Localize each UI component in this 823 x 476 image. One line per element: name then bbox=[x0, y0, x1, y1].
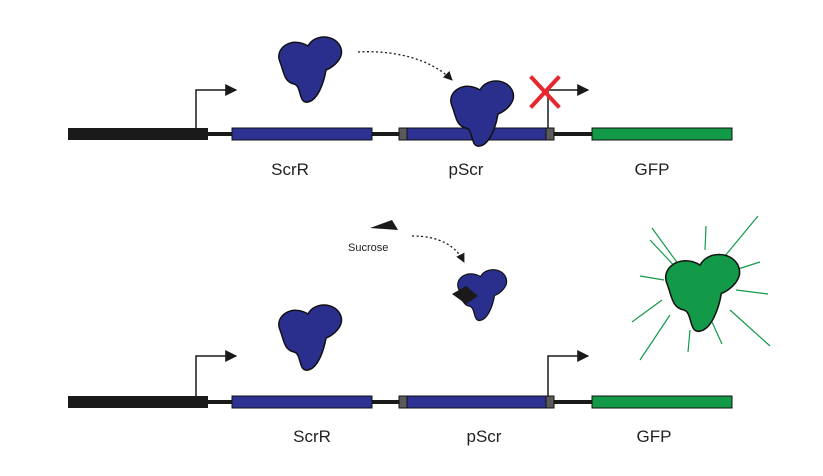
top-operator-right bbox=[545, 127, 555, 141]
top-label-pscr: pScr bbox=[449, 160, 484, 179]
top-operator-left bbox=[398, 127, 408, 141]
sucrose-label: Sucrose bbox=[348, 242, 388, 254]
top-free-repressor bbox=[278, 36, 343, 103]
bottom-upstream-region bbox=[68, 396, 208, 408]
top-promoter-arrow-1 bbox=[195, 84, 238, 128]
top-gfp-gene bbox=[591, 127, 733, 141]
bottom-label-pscr: pScr bbox=[467, 427, 502, 446]
top-blocked-x-icon bbox=[529, 75, 561, 109]
gfp-protein bbox=[664, 253, 741, 333]
top-label-scrr: ScrR bbox=[271, 160, 309, 179]
bottom-promoter-arrow-2 bbox=[547, 350, 590, 396]
top-panel: ScrR pScr GFP bbox=[68, 36, 733, 179]
top-binding-dotted-arrow bbox=[357, 51, 453, 81]
bottom-inducer-dotted-arrow bbox=[411, 235, 465, 263]
bottom-promoter-arrow-1 bbox=[195, 350, 238, 396]
bottom-panel: Sucrose ScrR pScr GFP bbox=[68, 215, 771, 446]
bottom-scrr-gene bbox=[231, 395, 373, 409]
bottom-operator-right bbox=[545, 395, 555, 409]
bottom-gfp-gene bbox=[591, 395, 733, 409]
bottom-free-repressor bbox=[278, 304, 343, 371]
top-promoter-arrow-2 bbox=[547, 84, 590, 128]
bottom-label-scrr: ScrR bbox=[293, 427, 331, 446]
top-upstream-region bbox=[68, 128, 208, 140]
top-label-gfp: GFP bbox=[635, 160, 670, 179]
bottom-operator-left bbox=[398, 395, 408, 409]
top-scrr-gene bbox=[231, 127, 373, 141]
sucrose-molecule-icon bbox=[370, 220, 398, 230]
bottom-pscr-region bbox=[406, 395, 548, 409]
bound-sucrose-icon bbox=[452, 286, 478, 304]
bottom-label-gfp: GFP bbox=[637, 427, 672, 446]
